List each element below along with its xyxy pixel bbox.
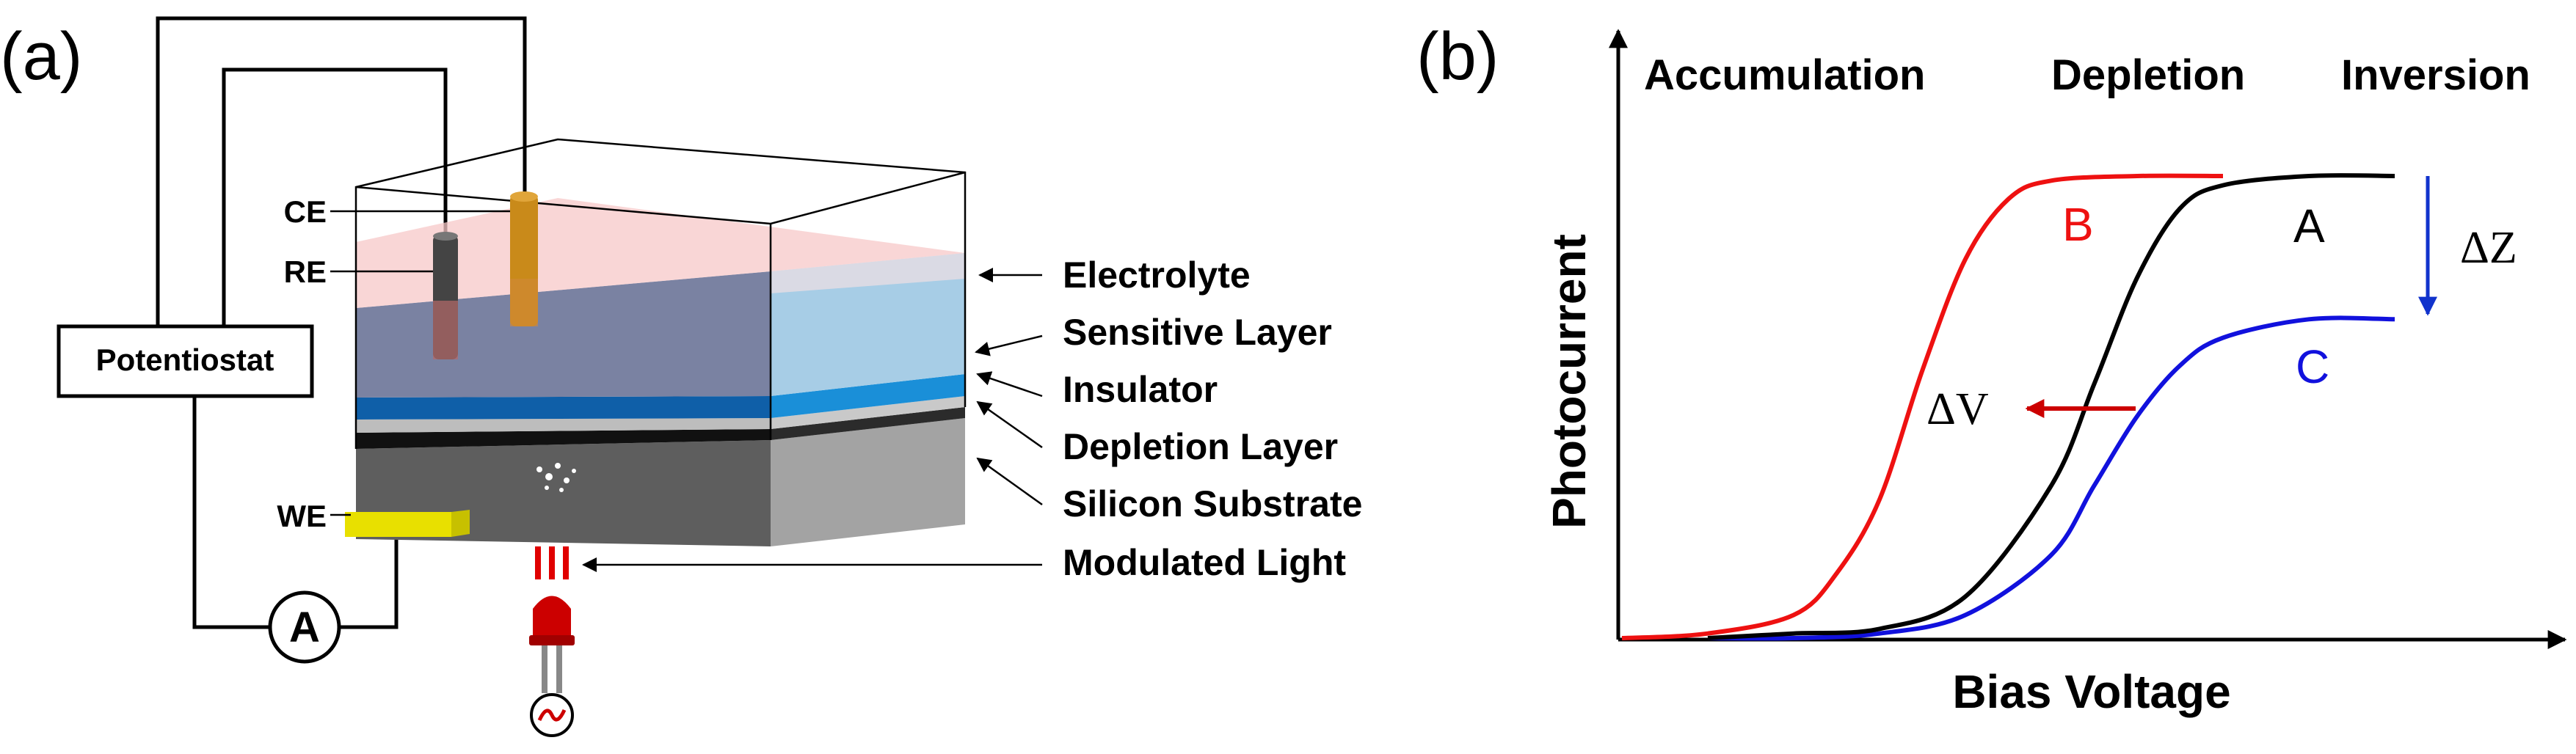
electrolyte-box xyxy=(354,138,967,449)
panel-a: (a) Potentiostat A xyxy=(0,16,1362,737)
led-bulb xyxy=(533,596,571,638)
panel-b: (b) Photocurrent Bias Voltage Accumulati… xyxy=(1416,19,2567,718)
electrolyte-light-side xyxy=(771,253,965,293)
re-label: RE xyxy=(284,255,327,289)
carrier-sparkles xyxy=(536,463,576,492)
label-insulator: Insulator xyxy=(1063,369,1218,410)
region-accumulation: Accumulation xyxy=(1644,51,1926,99)
light-rays xyxy=(535,546,569,579)
ammeter-left-wire xyxy=(192,396,270,629)
we-contact xyxy=(345,512,451,537)
series-b-line xyxy=(1621,173,2224,640)
label-modulated-light: Modulated Light xyxy=(1063,542,1346,583)
label-sensitive-layer: Sensitive Layer xyxy=(1063,312,1332,353)
insulator-side xyxy=(771,374,965,418)
insulator-front xyxy=(356,396,771,420)
re-electrode xyxy=(433,232,458,359)
potentiostat-box xyxy=(57,324,314,398)
layer-labels: Electrolyte Sensitive Layer Insulator De… xyxy=(1063,255,1362,583)
ce-wire xyxy=(156,16,527,326)
series-c-line xyxy=(1707,315,2395,641)
ammeter-symbol: A xyxy=(289,604,320,651)
arrow-depletion-layer xyxy=(976,400,1043,449)
ce-electrode xyxy=(510,191,538,326)
arrow-silicon-substrate xyxy=(976,457,1043,506)
ammeter-right-wire xyxy=(339,530,399,629)
x-axis-label: Bias Voltage xyxy=(1952,665,2230,718)
grey-band-side xyxy=(771,396,965,429)
label-arrows xyxy=(582,268,1043,572)
series-c-label: C xyxy=(2296,340,2329,393)
series-a-label: A xyxy=(2293,200,2325,252)
potentiostat-label: Potentiostat xyxy=(96,343,274,377)
circuit-wires xyxy=(156,16,527,629)
grey-band-front xyxy=(356,418,771,433)
arrow-sensitive-layer xyxy=(975,334,1043,356)
region-inversion: Inversion xyxy=(2341,51,2530,99)
silicon-side xyxy=(771,418,965,546)
led-light-source xyxy=(529,546,575,737)
sensitive-layer-front xyxy=(356,271,771,398)
panel-a-label: (a) xyxy=(0,19,82,94)
we-label: WE xyxy=(277,499,327,533)
arrow-insulator xyxy=(976,371,1043,398)
re-wire xyxy=(222,67,448,326)
we-contact-side xyxy=(451,510,470,537)
region-depletion: Depletion xyxy=(2051,51,2245,99)
panel-b-label: (b) xyxy=(1416,19,1499,94)
depletion-front xyxy=(356,429,771,449)
series-b-label: B xyxy=(2062,198,2094,251)
electrolyte-pink xyxy=(356,198,965,308)
depletion-side xyxy=(771,407,965,440)
series-a-line xyxy=(1707,173,2395,640)
dz-label: ΔZ xyxy=(2460,223,2517,273)
ammeter xyxy=(268,590,341,664)
label-silicon-substrate: Silicon Substrate xyxy=(1063,483,1362,524)
label-electrolyte: Electrolyte xyxy=(1063,255,1251,296)
plot-series xyxy=(1621,173,2395,641)
label-depletion-layer: Depletion Layer xyxy=(1063,426,1338,467)
y-axis-label: Photocurrent xyxy=(1543,234,1596,529)
dv-label: ΔV xyxy=(1926,384,1989,434)
ce-label: CE xyxy=(284,194,327,229)
